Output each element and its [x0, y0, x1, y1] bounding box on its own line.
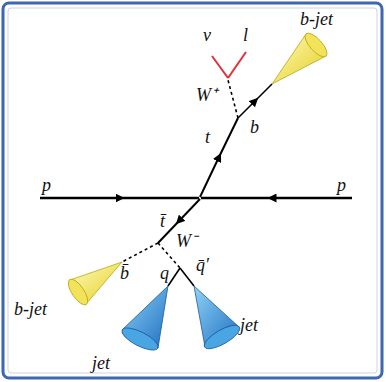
quark-line — [180, 268, 194, 286]
jet-label: b-jet — [300, 10, 333, 28]
beam-label: p — [42, 176, 51, 194]
b-line — [238, 84, 272, 118]
jet-cone — [119, 324, 161, 355]
particle-label: ν — [203, 26, 211, 44]
particle-label: q̄′ — [196, 256, 209, 274]
jet-cone — [201, 321, 243, 353]
w-boson-line — [228, 80, 238, 118]
particle-label: W⁺ — [196, 86, 217, 104]
particle-label: t̄ — [160, 212, 165, 230]
lepton-line — [228, 52, 246, 78]
neutrino-line — [212, 56, 228, 78]
top-line — [200, 118, 238, 197]
particle-label: W⁻ — [176, 232, 197, 250]
jet-cone — [302, 30, 331, 60]
particle-label: l — [243, 26, 248, 44]
jet-label: b-jet — [14, 300, 47, 318]
beam-label: p — [337, 176, 346, 194]
jet-cone — [65, 276, 92, 308]
particle-label: b — [250, 118, 259, 136]
particle-label: b̄ — [120, 264, 129, 282]
proton-line — [201, 197, 352, 200]
inner-frame — [8, 8, 377, 373]
particle-label: t — [205, 128, 210, 146]
proton-line — [40, 197, 199, 200]
bbar-line — [122, 243, 158, 262]
quark-line — [168, 268, 180, 286]
frame — [3, 3, 382, 378]
particle-label: q — [160, 264, 169, 282]
jet-label: jet — [240, 316, 258, 334]
jet-label: jet — [92, 354, 110, 372]
